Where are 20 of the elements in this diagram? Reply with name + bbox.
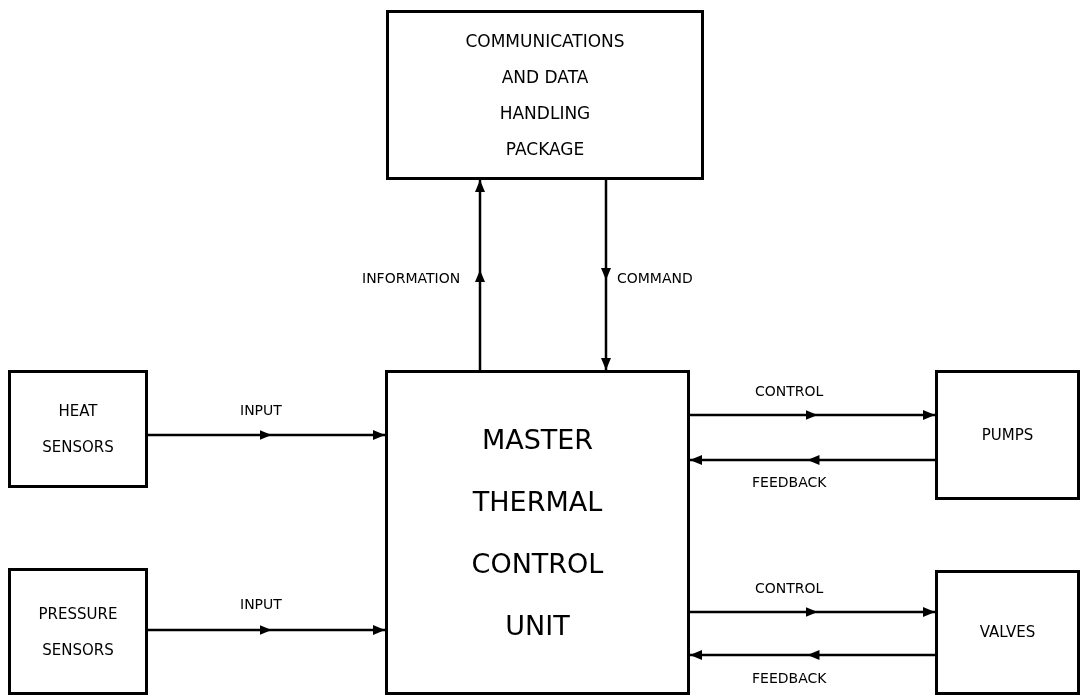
box-label: VALVES [979,622,1036,644]
box-label: PRESSURE SENSORS [37,603,119,661]
process-box [8,370,148,488]
box-label: PUMPS [981,424,1034,446]
arrow [146,430,385,440]
arrow [688,410,935,420]
arrow [690,650,937,660]
arrow [146,625,385,635]
process-box [385,370,690,695]
box-label: HEAT SENSORS [41,401,115,458]
process-box [935,370,1080,500]
box-label: COMMUNICATIONS AND DATA HANDLING PACKAGE [464,30,626,161]
process-box [8,568,148,695]
process-box [935,570,1080,695]
arrow [690,455,937,465]
arrow [688,607,935,617]
arrow [601,178,611,370]
arrow [475,180,485,372]
process-box [386,10,704,180]
box-label: MASTER THERMAL CONTROL UNIT [470,422,605,643]
